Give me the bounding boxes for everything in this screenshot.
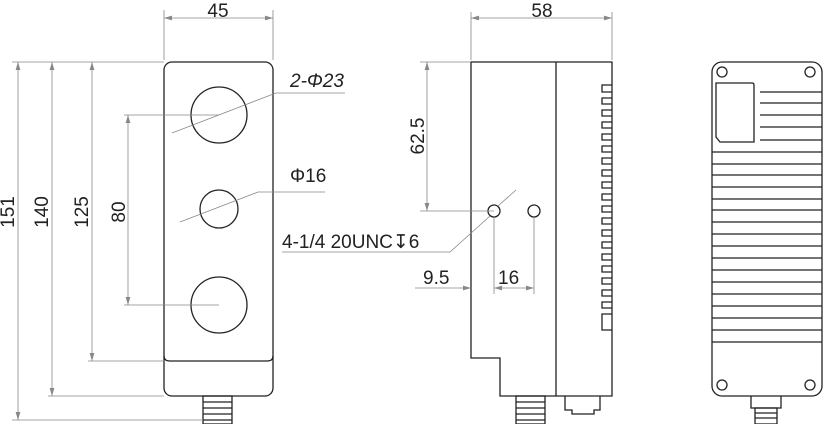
height-dim-125: 125 bbox=[72, 196, 93, 228]
hole-spacing-dim-80: 80 bbox=[109, 201, 130, 222]
corner-hole bbox=[716, 66, 728, 78]
side-view: 58 62.5 4-1/4 20UNC↧6 9.5 16 bbox=[282, 1, 613, 424]
side-connector bbox=[515, 395, 546, 424]
corner-hole bbox=[804, 66, 816, 78]
large-hole-label: 2-Φ23 bbox=[289, 71, 344, 92]
small-hole-label: Φ16 bbox=[290, 166, 326, 187]
front-dimensions bbox=[12, 10, 345, 421]
width-dim-45: 45 bbox=[207, 1, 228, 22]
side-port bbox=[564, 396, 601, 415]
front-connector bbox=[202, 395, 233, 424]
width-dim-58: 58 bbox=[531, 1, 552, 22]
small-hole bbox=[199, 189, 239, 229]
thread-label: 4-1/4 20UNC↧6 bbox=[282, 232, 419, 253]
hole-spacing-dim-16: 16 bbox=[498, 268, 519, 289]
back-body bbox=[711, 61, 823, 397]
short-ribs bbox=[760, 91, 822, 141]
front-face-edge bbox=[163, 355, 274, 362]
cooling-fins bbox=[601, 84, 612, 331]
label-plate bbox=[715, 82, 755, 143]
long-ribs bbox=[712, 151, 822, 343]
front-body bbox=[163, 61, 274, 397]
hole-height-dim: 62.5 bbox=[408, 118, 429, 155]
corner-hole bbox=[804, 379, 816, 391]
mount-hole-2 bbox=[527, 204, 541, 218]
height-dim-151: 151 bbox=[0, 196, 19, 228]
side-body bbox=[470, 61, 613, 397]
corner-hole bbox=[716, 379, 728, 391]
back-view bbox=[711, 61, 823, 424]
height-dim-140: 140 bbox=[32, 196, 53, 228]
front-view: 45 151 140 125 80 2-Φ23 Φ16 bbox=[0, 1, 345, 424]
back-connector bbox=[750, 396, 782, 424]
side-dimensions bbox=[282, 12, 613, 294]
edge-offset-dim: 9.5 bbox=[423, 268, 449, 289]
